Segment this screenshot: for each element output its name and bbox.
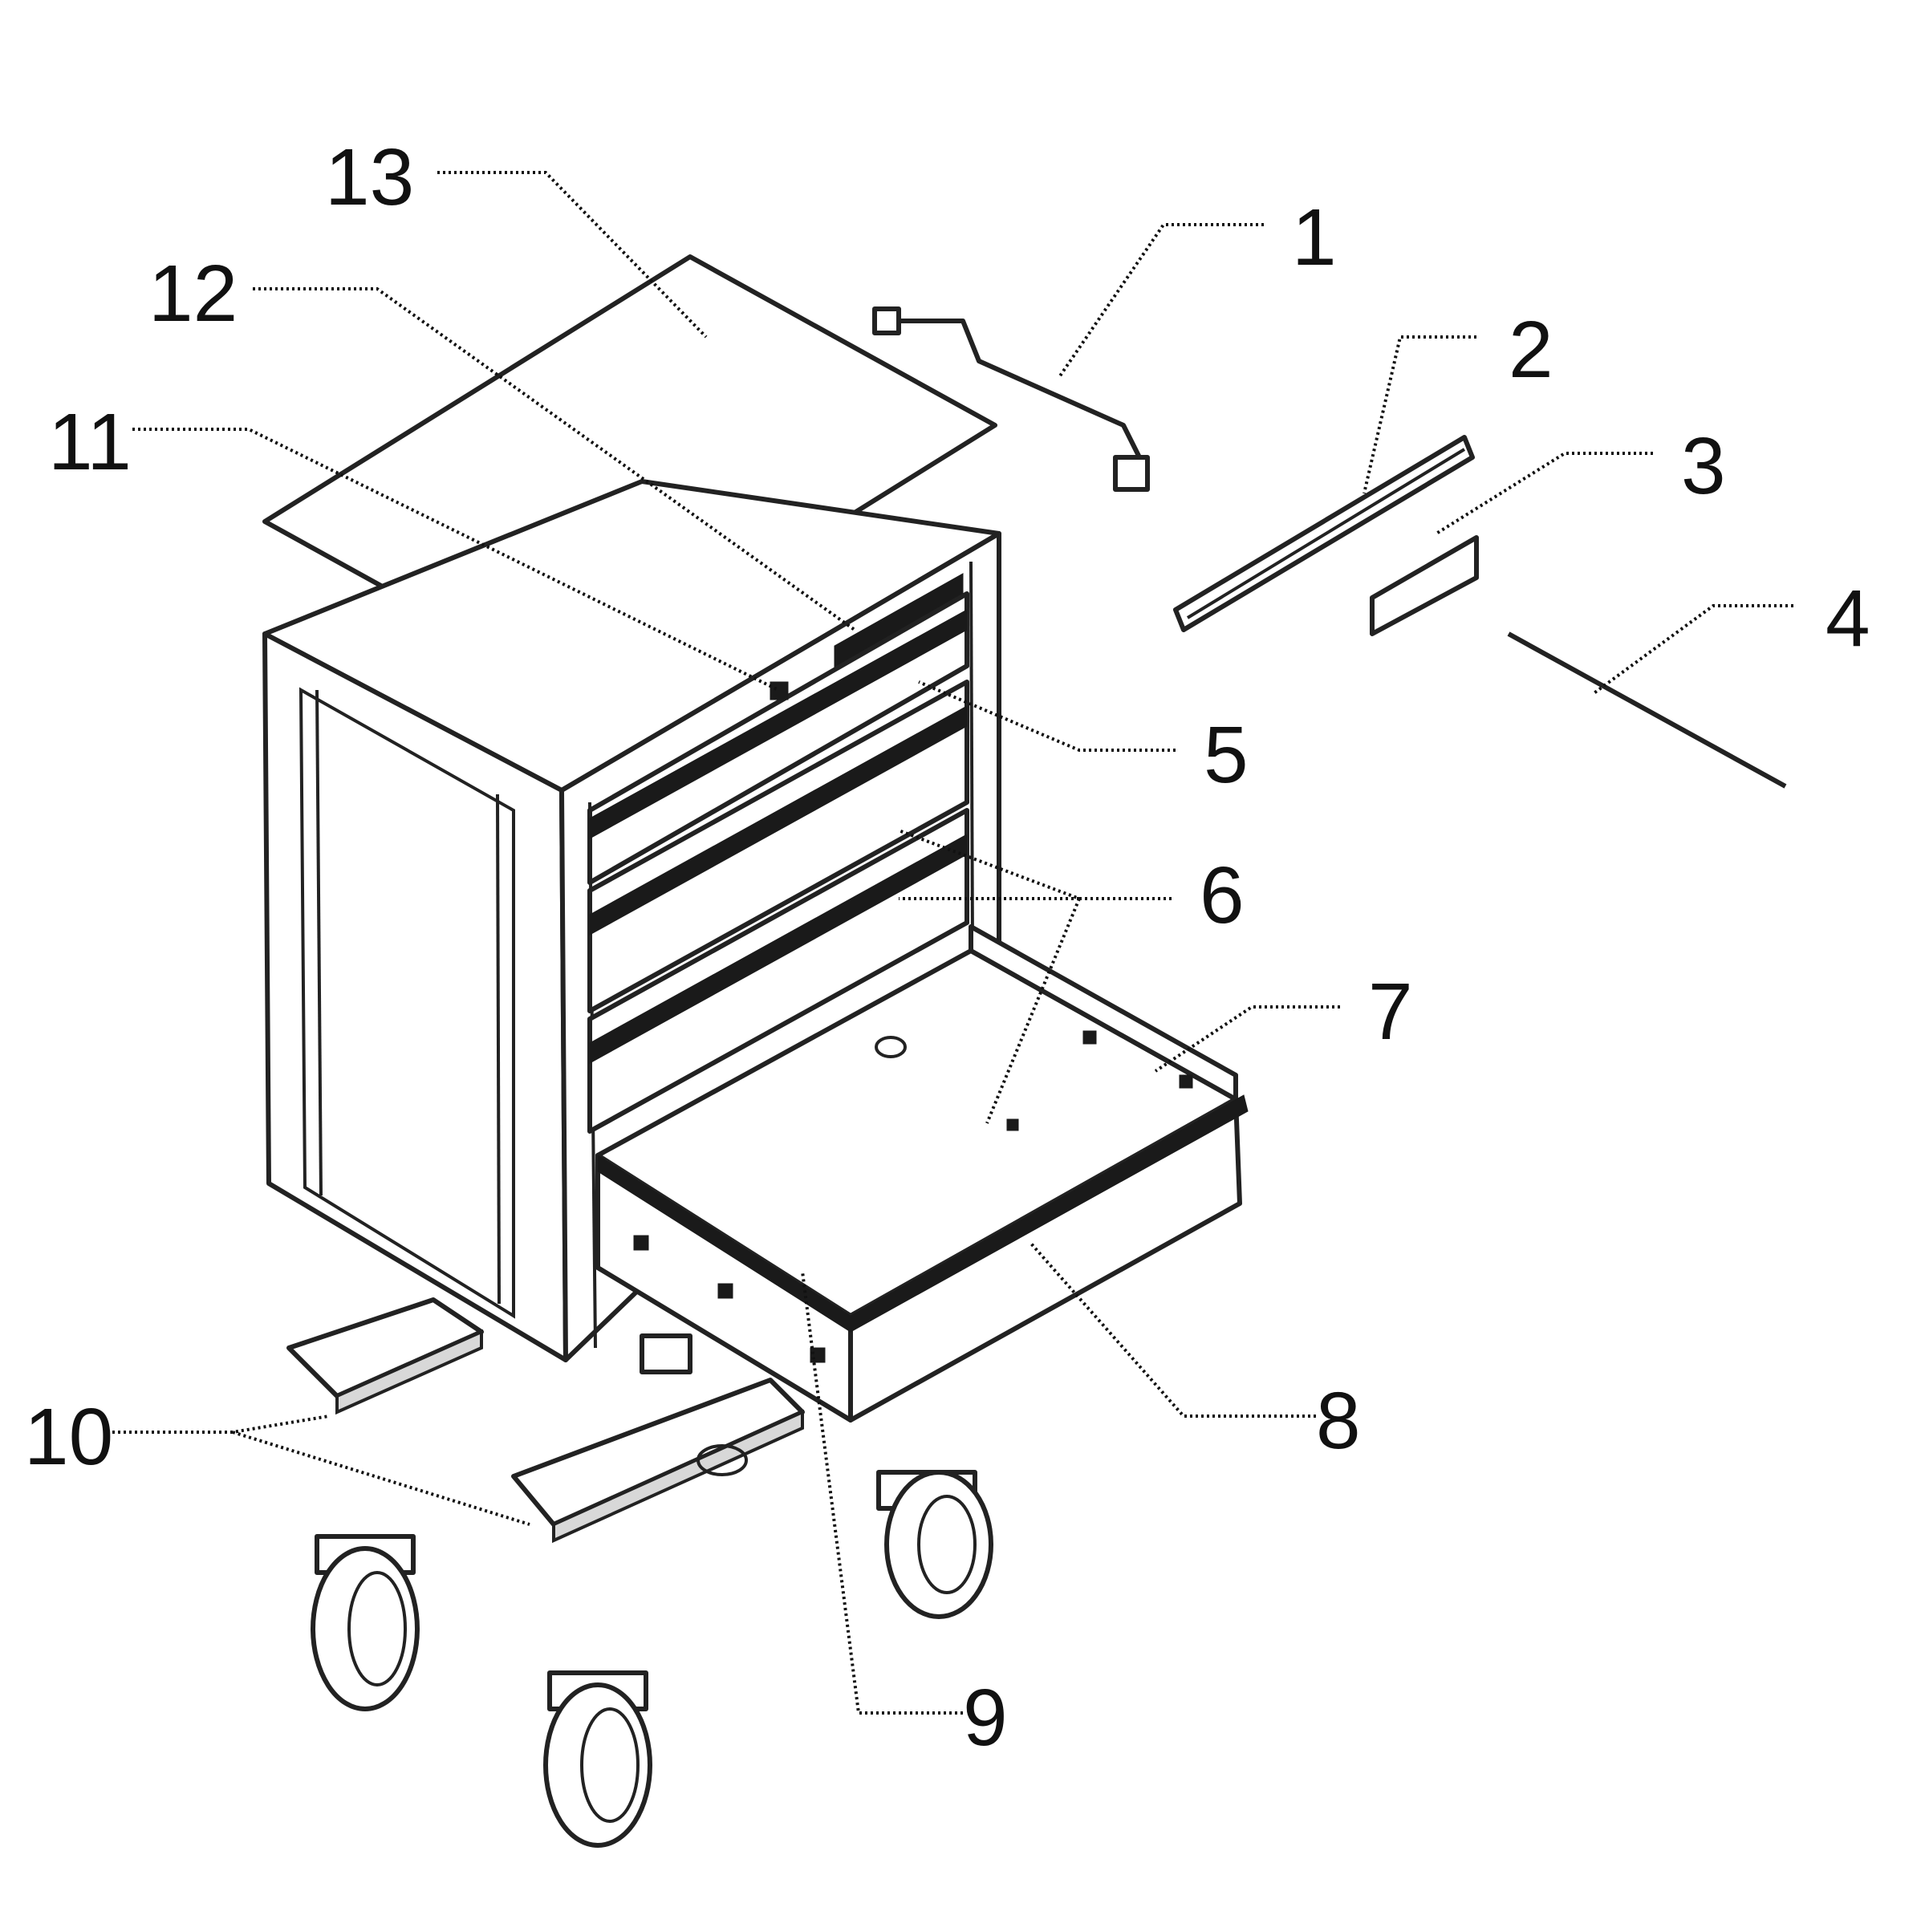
- part-drawer-slide: [1173, 435, 1475, 632]
- label-4: 4: [1826, 574, 1870, 664]
- label-9: 9: [963, 1673, 1008, 1763]
- label-11: 11: [48, 397, 132, 487]
- label-1: 1: [1292, 193, 1337, 282]
- base-rails: [286, 1297, 805, 1544]
- caster-wheel-rear-right: [876, 1470, 993, 1619]
- caster-wheel-front-left: [311, 1534, 420, 1711]
- label-5: 5: [1204, 710, 1249, 800]
- cabinet-body: [262, 479, 1001, 1362]
- caster-wheel-front-center: [543, 1670, 652, 1848]
- label-2: 2: [1509, 305, 1553, 395]
- caster-wheels: [311, 1470, 993, 1848]
- label-7: 7: [1368, 967, 1413, 1057]
- label-8: 8: [1316, 1376, 1361, 1466]
- label-3: 3: [1681, 421, 1726, 511]
- label-10: 10: [24, 1392, 113, 1482]
- label-6: 6: [1200, 850, 1245, 940]
- open-drawer: [595, 924, 1249, 1423]
- part-handle: [872, 306, 1150, 492]
- leader-lines: [112, 171, 1793, 1715]
- part-slide-bracket: [1370, 535, 1479, 636]
- label-12: 12: [148, 249, 238, 339]
- part-rod: [1507, 631, 1787, 789]
- reference-labels: 13 12 11 1 2 3 4 5 6 7 8 9 10: [24, 132, 1870, 1763]
- label-13: 13: [325, 132, 414, 222]
